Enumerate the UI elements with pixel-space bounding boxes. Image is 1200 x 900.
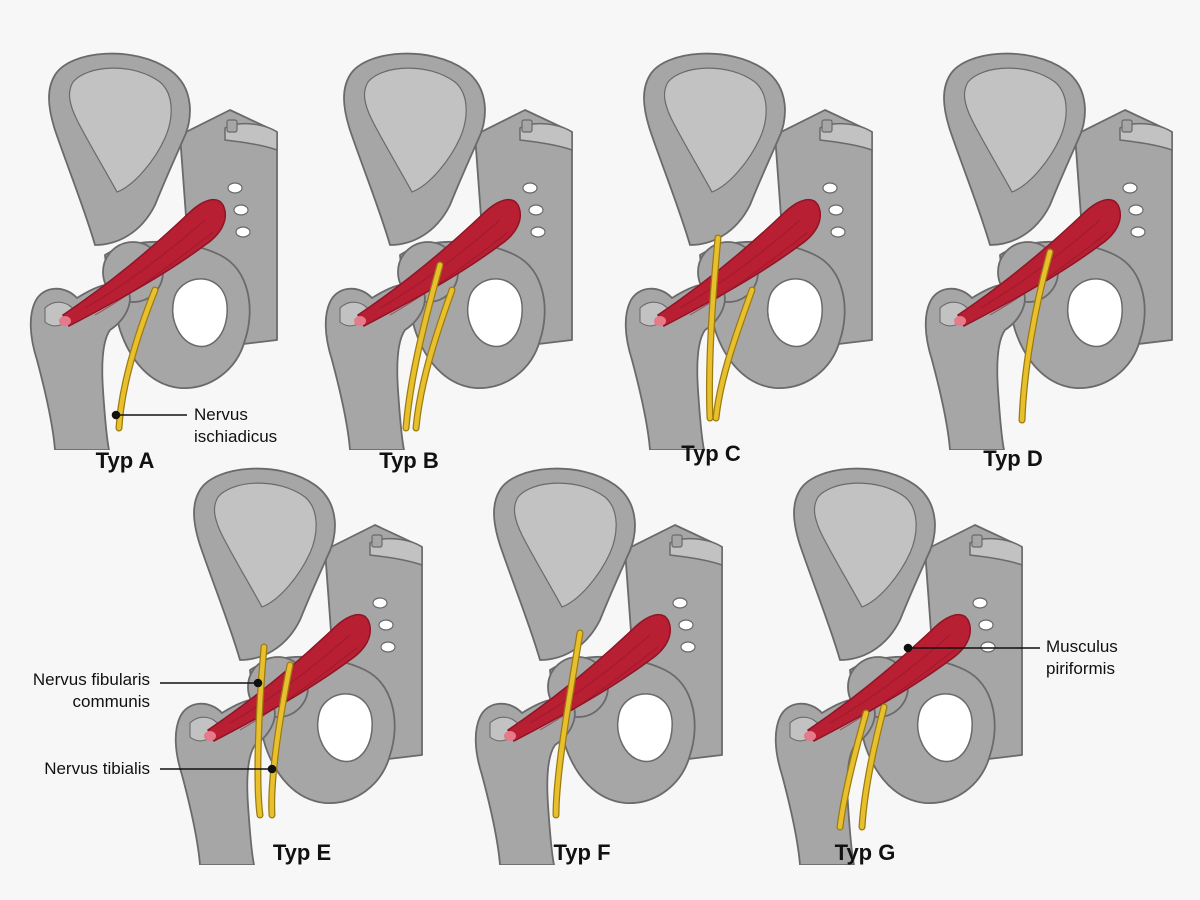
sacral-foramen: [673, 598, 687, 608]
sacral-foramen: [1131, 227, 1145, 237]
annotation-nervus-fibularis-line2: communis: [0, 691, 150, 713]
pelvis-illustration-f: [460, 455, 730, 865]
piriformis-tendon: [354, 316, 366, 326]
annotation-nervus-ischiadicus-line1: Nervus: [194, 404, 277, 426]
variant-panel-e: [160, 455, 430, 865]
sacral-process: [372, 535, 382, 547]
piriformis-tendon: [654, 316, 666, 326]
obturator-foramen: [768, 279, 822, 347]
annotation-nervus-fibularis-line1: Nervus fibularis: [0, 669, 150, 691]
sacral-process: [672, 535, 682, 547]
sacral-foramen: [379, 620, 393, 630]
piriformis-tendon: [204, 731, 216, 741]
annotation-musculus-piriformis-line2: piriformis: [1046, 658, 1118, 680]
sacral-foramen: [381, 642, 395, 652]
sacral-foramen: [981, 642, 995, 652]
sacral-foramen: [234, 205, 248, 215]
variant-panel-d: [910, 40, 1180, 450]
sacral-process: [822, 120, 832, 132]
variant-panel-f: [460, 455, 730, 865]
annotation-nervus-tibialis: Nervus tibialis: [0, 758, 150, 780]
piriformis-tendon: [804, 731, 816, 741]
sacral-foramen: [373, 598, 387, 608]
variant-label-b: Typ B: [379, 448, 438, 474]
variant-label-d: Typ D: [983, 446, 1042, 472]
piriformis-tendon: [504, 731, 516, 741]
obturator-foramen: [173, 279, 227, 347]
pelvis-illustration-d: [910, 40, 1180, 450]
annotation-nervus-ischiadicus-line2: ischiadicus: [194, 426, 277, 448]
pelvis-illustration-b: [310, 40, 580, 450]
annotation-nervus-fibularis-communis: Nervus fibularis communis: [0, 669, 150, 713]
sacral-foramen: [679, 620, 693, 630]
annotation-nervus-ischiadicus: Nervus ischiadicus: [194, 404, 277, 448]
pelvis-illustration-g: [760, 455, 1030, 865]
pelvis-illustration-a: [15, 40, 285, 450]
sacral-foramen: [973, 598, 987, 608]
sacral-foramen: [831, 227, 845, 237]
variant-panel-g: [760, 455, 1030, 865]
obturator-foramen: [468, 279, 522, 347]
sacral-foramen: [829, 205, 843, 215]
sacral-process: [1122, 120, 1132, 132]
sacral-foramen: [531, 227, 545, 237]
sacral-process: [522, 120, 532, 132]
sacral-foramen: [681, 642, 695, 652]
sacral-foramen: [529, 205, 543, 215]
variant-label-a: Typ A: [96, 448, 155, 474]
annotation-musculus-piriformis: Musculus piriformis: [1046, 636, 1118, 680]
sacral-foramen: [1123, 183, 1137, 193]
variant-label-c: Typ C: [681, 441, 740, 467]
variant-label-f: Typ F: [553, 840, 610, 866]
variant-panel-a: [15, 40, 285, 450]
obturator-foramen: [318, 694, 372, 762]
sacral-foramen: [523, 183, 537, 193]
variant-panel-c: [610, 40, 880, 450]
sacral-foramen: [236, 227, 250, 237]
sacral-foramen: [228, 183, 242, 193]
piriformis-tendon: [954, 316, 966, 326]
sacral-process: [227, 120, 237, 132]
variant-label-g: Typ G: [835, 840, 896, 866]
pelvis-illustration-c: [610, 40, 880, 450]
piriformis-tendon: [59, 316, 71, 326]
obturator-foramen: [1068, 279, 1122, 347]
sacral-foramen: [1129, 205, 1143, 215]
variant-panel-b: [310, 40, 580, 450]
sacral-foramen: [823, 183, 837, 193]
sacral-process: [972, 535, 982, 547]
pelvis-illustration-e: [160, 455, 430, 865]
sacral-foramen: [979, 620, 993, 630]
variant-label-e: Typ E: [273, 840, 331, 866]
annotation-musculus-piriformis-line1: Musculus: [1046, 636, 1118, 658]
obturator-foramen: [618, 694, 672, 762]
obturator-foramen: [918, 694, 972, 762]
